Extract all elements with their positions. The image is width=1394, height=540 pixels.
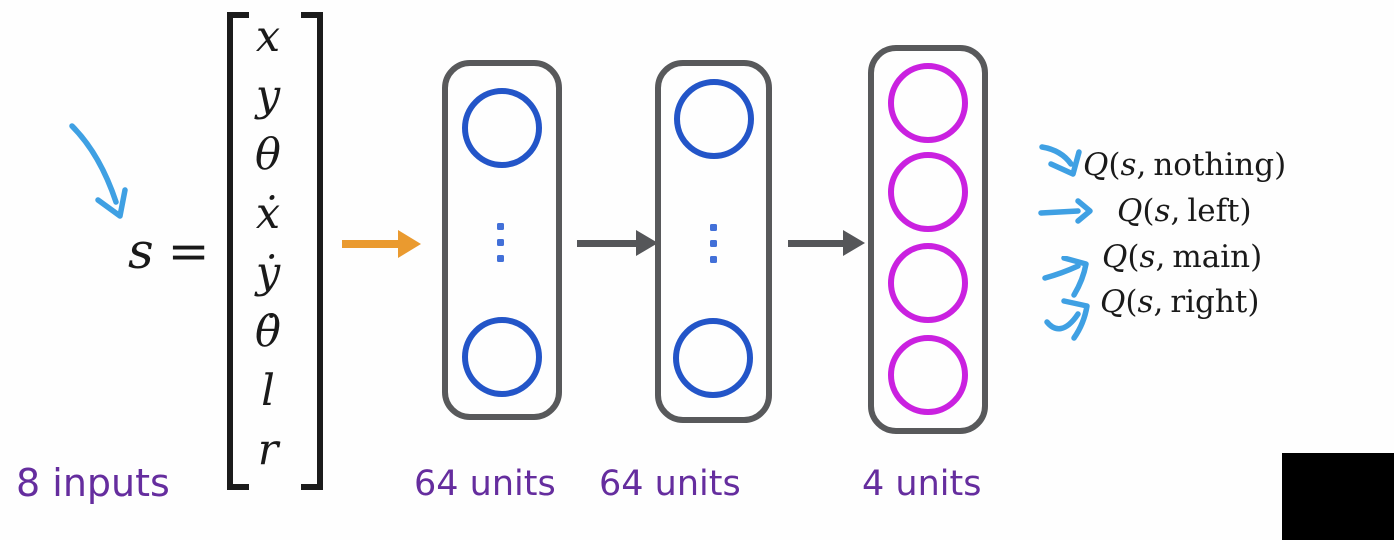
layer2-units-label: 64 units <box>599 464 741 504</box>
output-neuron-4 <box>888 335 968 415</box>
rparen: ) <box>1250 239 1263 275</box>
layer1-ellipsis-dot <box>497 239 504 246</box>
inputs-count-label: 8 inputs <box>16 461 170 505</box>
output-neuron-1 <box>888 63 968 143</box>
q-left-arrow-icon <box>1038 198 1093 224</box>
q-value-nothing: Q(s,nothing) <box>1083 150 1286 181</box>
vector-left-bracket <box>227 12 249 490</box>
output-units-label: 4 units <box>862 464 982 504</box>
q-value-left: Q(s,left) <box>1117 196 1252 227</box>
vector-entry: r <box>257 425 279 475</box>
output-neuron-3 <box>888 243 968 323</box>
vector-entry: θ <box>255 130 281 180</box>
s-symbol: s <box>1120 147 1137 183</box>
hidden-layer-1-box <box>442 60 562 420</box>
input-arrow-shaft <box>342 240 399 248</box>
action-label: right <box>1170 284 1248 320</box>
q-symbol: Q <box>1117 193 1143 229</box>
output-neuron-2 <box>888 152 968 232</box>
q-nothing-arrow-icon <box>1039 144 1082 177</box>
vector-right-bracket <box>301 12 323 490</box>
layer2-ellipsis-dot <box>710 240 717 247</box>
q-symbol: Q <box>1102 239 1128 275</box>
q-main-arrow-icon <box>1042 256 1089 298</box>
q-value-right: Q(s,right) <box>1100 287 1259 318</box>
output-layer-box <box>868 45 988 434</box>
layer2-to-layer3-arrow-icon <box>843 230 865 256</box>
layer2-ellipsis-dot <box>710 256 717 263</box>
layer1-top-neuron <box>462 88 542 168</box>
s-symbol: s <box>1139 239 1156 275</box>
vector-entry: ẏ <box>255 248 281 298</box>
layer2-top-neuron <box>674 79 754 159</box>
lparen: ( <box>1127 239 1140 275</box>
input-arrow-icon <box>398 230 421 258</box>
state-symbol: s <box>128 222 154 280</box>
action-label: left <box>1187 193 1240 229</box>
comma: , <box>1155 239 1166 275</box>
q-symbol: Q <box>1083 147 1109 183</box>
comma: , <box>1153 284 1164 320</box>
q-right-arrow-icon <box>1044 298 1090 341</box>
layer1-ellipsis-dot <box>497 223 504 230</box>
comma: , <box>1136 147 1147 183</box>
lparen: ( <box>1142 193 1155 229</box>
action-label: main <box>1172 239 1251 275</box>
layer1-ellipsis-dot <box>497 255 504 262</box>
rparen: ) <box>1247 284 1260 320</box>
video-corner-panel <box>1282 453 1394 540</box>
vector-entry: ẋ <box>255 189 281 239</box>
lparen: ( <box>1108 147 1121 183</box>
hidden-layer-2-box <box>655 60 772 423</box>
layer2-bottom-neuron <box>673 318 753 398</box>
vector-entry: x <box>255 12 281 62</box>
rparen: ) <box>1274 147 1287 183</box>
s-symbol: s <box>1154 193 1171 229</box>
layer2-to-layer3-arrow-shaft <box>788 240 844 247</box>
rparen: ) <box>1239 193 1252 229</box>
state-vector: x y θ ẋ ẏ θ̇ l r <box>238 16 298 472</box>
q-symbol: Q <box>1100 284 1126 320</box>
vector-entry: y <box>255 71 281 121</box>
equals-sign: = <box>167 222 210 280</box>
layer2-ellipsis-dot <box>710 224 717 231</box>
layer1-to-layer2-arrow-shaft <box>577 240 637 247</box>
lparen: ( <box>1125 284 1138 320</box>
q-value-main: Q(s,main) <box>1102 242 1262 273</box>
vector-entry: l <box>261 366 275 416</box>
layer1-units-label: 64 units <box>414 464 556 504</box>
state-equation: s = <box>128 226 210 276</box>
state-annotation-arrow-icon <box>69 123 128 219</box>
action-label: nothing <box>1153 147 1275 183</box>
vector-entry: θ̇ <box>255 307 281 357</box>
layer1-bottom-neuron <box>462 317 542 397</box>
layer1-to-layer2-arrow-icon <box>636 230 658 256</box>
s-symbol: s <box>1137 284 1154 320</box>
comma: , <box>1170 193 1181 229</box>
